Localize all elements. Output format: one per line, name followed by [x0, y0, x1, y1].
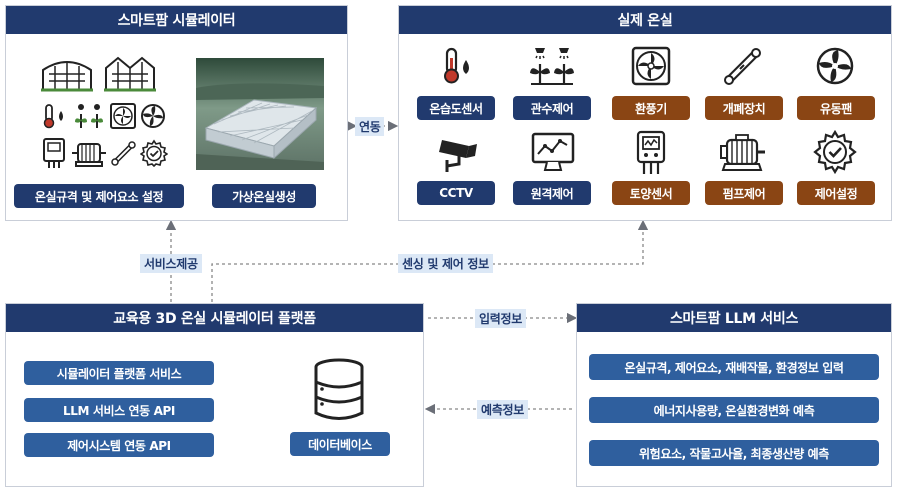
sensing-label: 센싱 및 제어 정보 — [398, 254, 493, 273]
circulation-fan-icon — [141, 104, 165, 128]
real-item-button[interactable]: 관수제어 — [513, 96, 591, 120]
real-item-button[interactable]: 유동팬 — [797, 96, 875, 120]
pump-motor-icon — [72, 143, 106, 167]
link-label: 연동 — [355, 117, 385, 136]
real-item-button[interactable]: 개폐장치 — [705, 96, 783, 120]
greenhouse-settings-button[interactable]: 온실규격 및 제어요소 설정 — [14, 184, 184, 208]
simulator-panel: 스마트팜 시뮬레이터 — [5, 5, 348, 221]
llm-title: 스마트팜 LLM 서비스 — [577, 304, 891, 332]
real-item-button[interactable]: 원격제어 — [513, 181, 591, 205]
platform-service-item[interactable]: 제어시스템 연동 API — [24, 433, 214, 457]
llm-panel: 스마트팜 LLM 서비스 온실규격, 제어요소, 재배작물, 환경정보 입력 에… — [576, 303, 892, 487]
create-virtual-greenhouse-button[interactable]: 가상온실생성 — [212, 184, 316, 208]
platform-panel: 교육용 3D 온실 시뮬레이터 플랫폼 시뮬레이터 플랫폼 서비스 LLM 서비… — [5, 303, 424, 487]
soil-sensor-icon — [43, 138, 65, 168]
prediction-info-label: 예측정보 — [477, 400, 528, 419]
platform-service-item[interactable]: 시뮬레이터 플랫폼 서비스 — [24, 361, 214, 385]
ventilation-fan-icon — [110, 103, 136, 129]
real-item-button[interactable]: 환풍기 — [612, 96, 690, 120]
remote-monitor-icon — [531, 132, 575, 171]
actuator-icon — [724, 48, 761, 85]
input-info-label: 입력정보 — [475, 309, 526, 328]
llm-service-item[interactable]: 위험요소, 작물고사율, 최종생산량 예측 — [589, 440, 879, 466]
service-label: 서비스제공 — [140, 254, 202, 273]
thermometer-droplet-icon — [444, 47, 469, 84]
real-item-button[interactable]: 제어설정 — [797, 181, 875, 205]
simulator-title: 스마트팜 시뮬레이터 — [6, 6, 347, 34]
irrigation-plant-icon — [530, 48, 574, 85]
soil-sensor-icon — [636, 130, 666, 174]
circulation-fan-icon — [816, 47, 854, 85]
real-item-button[interactable]: 토양센서 — [612, 181, 690, 205]
platform-title: 교육용 3D 온실 시뮬레이터 플랫폼 — [6, 304, 423, 332]
gear-check-icon — [140, 139, 168, 167]
greenhouse-icon — [104, 56, 156, 92]
llm-service-item[interactable]: 에너지사용량, 온실환경변화 예측 — [589, 397, 879, 423]
irrigation-plant-icon — [75, 104, 103, 128]
real-item-button[interactable]: 온습도센서 — [417, 96, 495, 120]
real-greenhouse-panel: 실제 온실 온습도센서 관수제어 환풍기 개폐장치 유동팬 — [398, 5, 892, 221]
pump-motor-icon — [720, 134, 765, 171]
real-item-button[interactable]: CCTV — [417, 181, 495, 205]
greenhouse-icon — [41, 61, 93, 92]
cctv-camera-icon — [439, 140, 477, 172]
real-item-button[interactable]: 펌프제어 — [705, 181, 783, 205]
thermometer-droplet-icon — [43, 104, 63, 129]
platform-service-item[interactable]: LLM 서비스 연동 API — [24, 398, 214, 422]
actuator-icon — [111, 141, 136, 166]
gear-check-icon — [813, 130, 857, 174]
database-button[interactable]: 데이터베이스 — [290, 432, 390, 456]
database-icon — [314, 358, 364, 420]
virtual-greenhouse-render — [196, 58, 324, 170]
real-greenhouse-title: 실제 온실 — [399, 6, 891, 34]
ventilation-fan-icon — [631, 46, 671, 86]
llm-service-item[interactable]: 온실규격, 제어요소, 재배작물, 환경정보 입력 — [589, 354, 879, 380]
